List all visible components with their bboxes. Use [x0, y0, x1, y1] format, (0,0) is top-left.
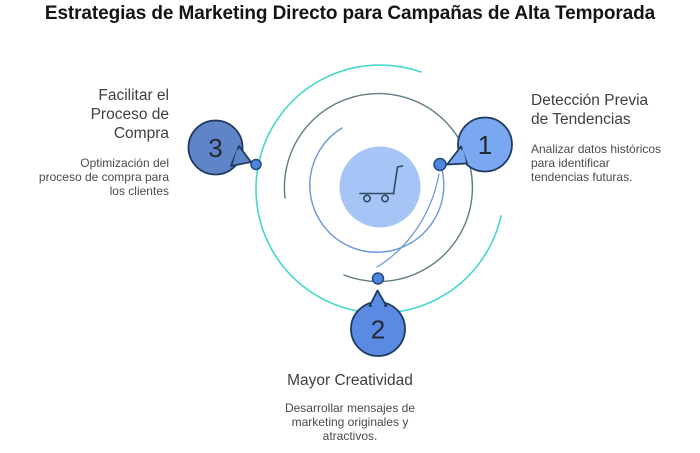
- step-1-bubble-tail-fill: [450, 149, 466, 163]
- step-1-title-line-2: de Tendencias: [531, 111, 631, 128]
- step-1-bubble: 1: [446, 116, 513, 173]
- step-3-bubble-tail-fill: [233, 149, 249, 163]
- step-3-description: Optimización del proceso de compra para …: [0, 156, 169, 198]
- step-1-title: Detección Previa de Tendencias: [531, 91, 691, 129]
- middle-slate-arc: [283, 92, 474, 283]
- step-1-body-line-2: para identificar: [531, 156, 610, 170]
- step-3-number: 3: [208, 133, 222, 163]
- step-2-description: Desarrollar mensajes de marketing origin…: [0, 401, 700, 443]
- step-3-body-line-1: Optimización del: [80, 156, 169, 170]
- shopping-cart-icon: [359, 165, 404, 203]
- step-2-body-line-1: Desarrollar mensajes de: [284, 401, 416, 415]
- outer-teal-arc: [255, 64, 502, 314]
- step-3-bubble: 3: [187, 119, 252, 176]
- step-2-body-line-3: atractivos.: [322, 429, 378, 443]
- cart-handle: [392, 165, 404, 195]
- step-3-title: Facilitar el Proceso de Compra: [0, 86, 169, 143]
- step-1-label: Detección Previa de Tendencias Analizar …: [531, 91, 691, 184]
- step-1-body-line-1: Analizar datos históricos: [531, 142, 662, 156]
- step-3-title-line-3: Compra: [113, 125, 169, 142]
- step-2-body-line-2: marketing originales y: [291, 415, 409, 429]
- step-2-label: Mayor Creatividad Desarrollar mensajes d…: [0, 371, 700, 443]
- step-1-body-line-3: tendencias futuras.: [531, 170, 633, 184]
- cart-wheel-left: [362, 194, 371, 203]
- step-1-dot: [433, 157, 447, 172]
- step-2-title: Mayor Creatividad: [0, 371, 700, 390]
- step-3-title-line-2: Proceso de: [90, 106, 169, 123]
- step-2-bubble-tail-fill: [371, 294, 385, 308]
- step-3-body-line-3: los clientes: [109, 184, 169, 198]
- step-2-title-line-1: Mayor Creatividad: [287, 372, 413, 389]
- step-1-title-line-1: Detección Previa: [531, 92, 649, 109]
- step-1-number: 1: [478, 130, 492, 160]
- step-2-number: 2: [371, 315, 385, 345]
- step-1-bubble-circle: [457, 116, 513, 173]
- step-3-title-line-1: Facilitar el: [98, 87, 169, 104]
- step-2-dot: [371, 272, 385, 285]
- inner-blue-arc: [309, 127, 445, 253]
- cart-wheel-right: [380, 194, 389, 203]
- step-3-bubble-circle: [187, 119, 244, 176]
- page-title: Estrategias de Marketing Directo para Ca…: [44, 3, 656, 24]
- step-1-description: Analizar datos históricos para identific…: [531, 142, 691, 184]
- spiral-connector-arc: [376, 173, 440, 268]
- step-3-body-line-2: proceso de compra para: [38, 170, 169, 184]
- step-3-dot: [250, 158, 262, 171]
- center-circle: [339, 146, 421, 228]
- step-2-bubble: 2: [350, 289, 406, 357]
- step-3-label: Facilitar el Proceso de Compra Optimizac…: [0, 86, 169, 198]
